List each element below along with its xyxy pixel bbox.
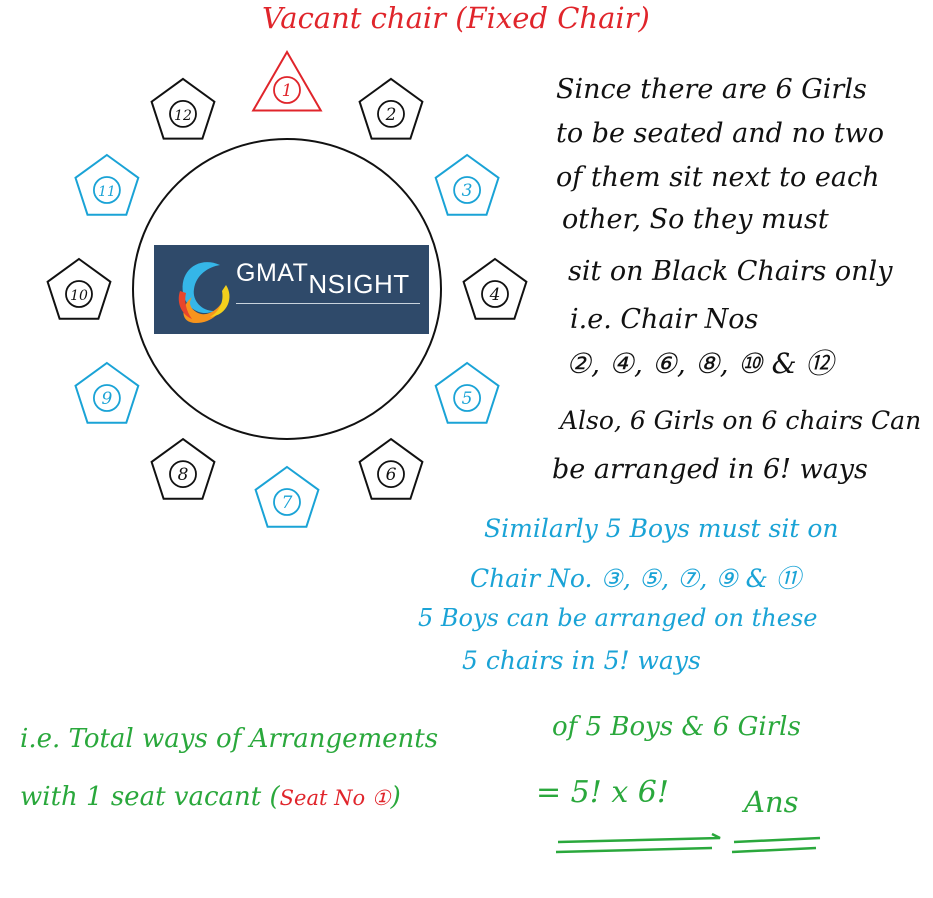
chair-12-outline [150,77,216,140]
total-line-1b: of 5 Boys & 6 Girls [552,712,801,742]
chair-9-circle [93,384,121,412]
total-line-2-close: ) [390,782,401,812]
chair-9-number: 9 [101,389,112,409]
swirl-logo-icon [178,262,230,323]
logo-underline [236,303,420,304]
answer-underline-1 [733,836,821,844]
total-line-2: with 1 seat vacant (Seat No ①) [20,784,401,810]
total-line-2-text: with 1 seat vacant ( [20,782,280,812]
total-line-1: i.e. Total ways of Arrangements [20,724,439,754]
girls-note-line-4: other, So they must [562,204,829,235]
chair-7-outline [254,465,320,528]
chair-3: 3 [434,153,500,216]
chair-7-circle [273,488,301,516]
girls-chair-list: ②, ④, ⑥, ⑧, ⑩ & ⑫ [566,347,834,380]
boys-note-line-1: Similarly 5 Boys must sit on [484,514,839,543]
boys-note-line-4: 5 chairs in 5! ways [462,646,701,675]
chair-5-circle [453,384,482,412]
result-underline-1 [557,832,721,844]
chair-4-circle [481,280,509,308]
chair-11-number: 11 [98,184,116,200]
boys-note-line-3: 5 Boys can be arranged on these [418,604,818,632]
chair-3-circle [453,176,482,204]
boys-chair-list: Chair No. ③, ⑤, ⑦, ⑨ & ⑪ [470,564,801,593]
chair-6: 6 [358,437,424,500]
chair-8-outline [150,437,216,500]
chair-12-circle [169,100,197,128]
chair-12: 12 [150,77,216,140]
chair-2-circle [377,100,405,128]
result-underline-2 [555,846,713,854]
chair-9: 9 [74,361,140,424]
girls-note-line-2: to be seated and no two [556,118,884,149]
chair-3-outline [434,153,500,216]
chair-2-outline [358,77,424,140]
chair-4: 4 [462,257,528,320]
chair-6-number: 6 [386,465,397,485]
logo-brand-insight: NSIGHT [308,269,410,299]
chair-8-circle [169,460,197,489]
chair-12-number: 12 [174,108,192,124]
total-result: = 5! x 6! [536,775,669,810]
girls-note-line-9: be arranged in 6! ways [552,454,868,485]
girls-note-line-6: i.e. Chair Nos [570,304,759,335]
chair-5: 5 [434,361,500,424]
girls-note-line-5: sit on Black Chairs only [568,256,893,287]
chair-11-outline [74,153,140,216]
answer-label: Ans [744,785,799,819]
girls-note-line-1: Since there are 6 Girls [556,74,867,105]
chair-4-number: 4 [489,285,501,305]
chair-5-outline [434,361,500,424]
answer-underline-2 [731,846,817,854]
chair-3-number: 3 [462,181,473,201]
girls-note-line-3: of them sit next to each [556,162,880,193]
chair-11-circle [93,176,121,204]
chair-5-number: 5 [462,389,473,409]
gmat-insight-logo: GMATNSIGHT [154,245,429,334]
logo-wordmark: GMATNSIGHT [236,257,410,299]
chair-2: 2 [358,77,424,140]
chair-10: 10 [46,257,112,320]
seat-no-note: Seat No ① [279,786,391,810]
chair-7: 7 [254,465,320,528]
chair-10-circle [65,280,93,308]
chair-8-number: 8 [178,465,189,485]
chair-6-circle [377,460,405,489]
chair-1: 1 [251,50,323,112]
logo-brand-gmat: GMAT [236,259,309,287]
chair-6-outline [358,437,424,500]
chair-2-number: 2 [385,105,397,125]
fixed-chair-label: Vacant chair (Fixed Chair) [262,1,650,35]
chair-11: 11 [74,153,140,216]
chair-1-outline [251,50,323,112]
round-table [132,138,442,440]
chair-10-outline [46,257,112,320]
chair-9-outline [74,361,140,424]
chair-7-number: 7 [282,493,293,513]
girls-note-line-8: Also, 6 Girls on 6 chairs Can [560,406,922,435]
chair-4-outline [462,257,528,320]
chair-10-number: 10 [70,288,88,304]
chair-1-circle [273,76,301,104]
chair-1-number: 1 [282,81,293,101]
chair-8: 8 [150,437,216,500]
